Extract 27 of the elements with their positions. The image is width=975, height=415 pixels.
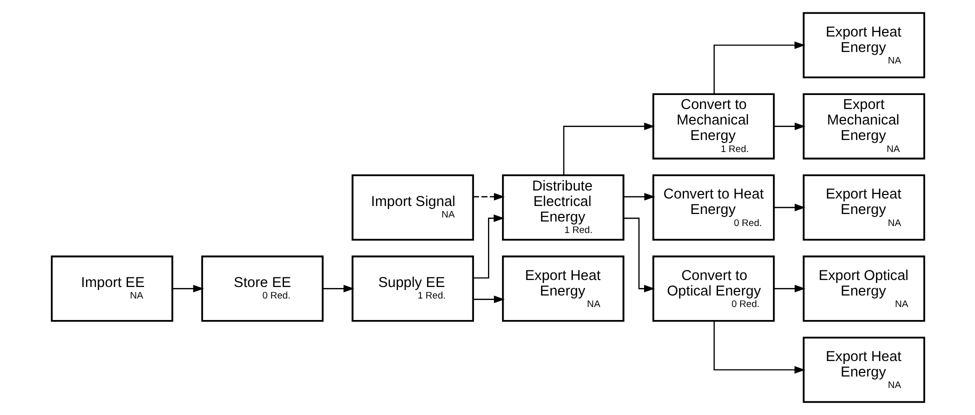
node-box: Convert to Mechanical Energy 1 Red. [652, 93, 774, 160]
node-box: Export Heat Energy NA [802, 12, 925, 78]
arrow [472, 296, 504, 304]
node-box: Export Optical Energy NA [802, 256, 925, 322]
node-box: Import Signal NA [351, 174, 474, 241]
arrow [472, 193, 504, 201]
arrow [562, 122, 654, 175]
node-box: Export Heat Energy NA [502, 256, 624, 322]
arrow [322, 284, 354, 292]
node-box: Supply EE 1 Red. [351, 256, 474, 322]
node-box: Export Mechanical Energy NA [802, 93, 925, 160]
node-box: Store EE 0 Red. [200, 256, 324, 322]
node-box: Convert to Heat Energy 0 Red. [652, 174, 774, 241]
node-box: Export Heat Energy NA [802, 174, 925, 241]
node-box: Import EE NA [50, 256, 173, 322]
arrow [713, 41, 805, 94]
arrow [623, 218, 654, 292]
node-box: Convert to Optical Energy 0 Red. [652, 256, 774, 322]
arrow [172, 284, 204, 292]
arrow [713, 321, 805, 374]
arrow [773, 122, 805, 130]
node-box: Distribute Electrical Energy 1 Red. [502, 174, 624, 241]
arrow [622, 193, 655, 201]
arrow [472, 214, 504, 279]
node-box: Export Heat Energy NA [802, 336, 925, 403]
arrow [773, 204, 805, 212]
arrow [773, 284, 805, 292]
